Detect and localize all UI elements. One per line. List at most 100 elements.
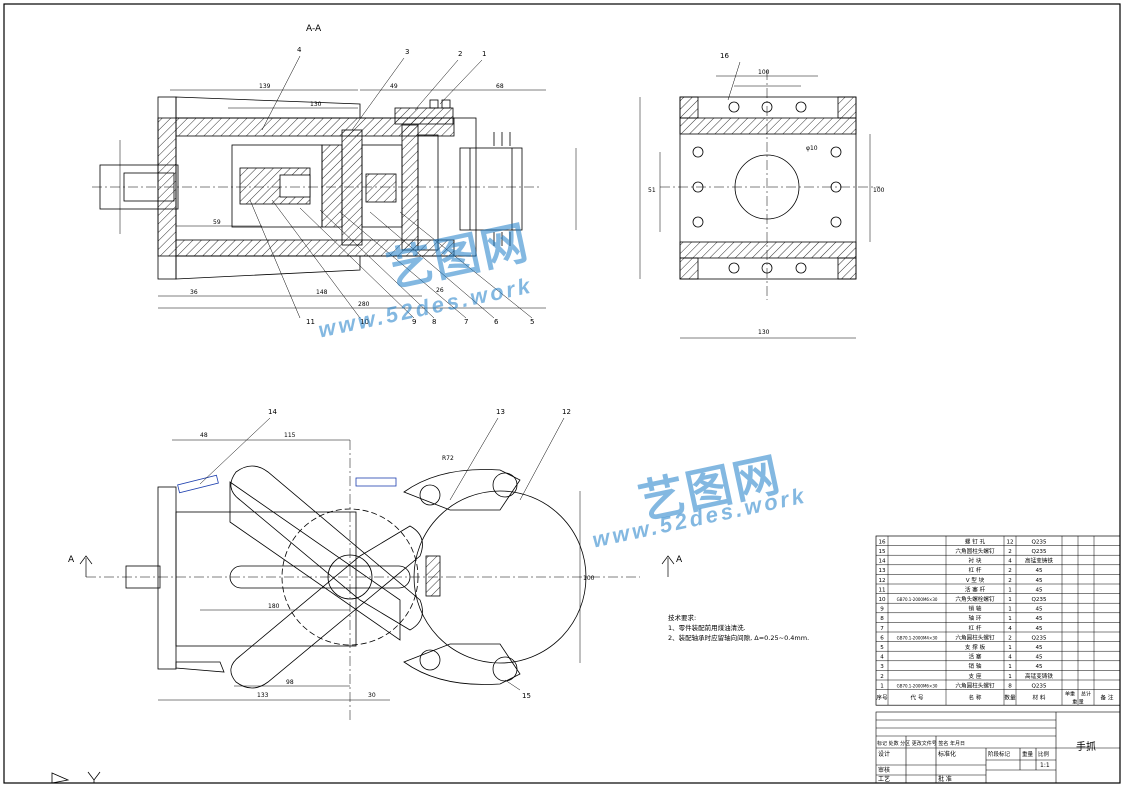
callout-13: 13 — [496, 408, 505, 416]
bom-cell-qty: 4 — [1008, 626, 1012, 632]
bom-cell-qty: 1 — [1008, 587, 1012, 593]
bom-header-weight: 重 量 — [1072, 699, 1084, 706]
section-dimensions: 139 130 49 68 59 36 148 280 26 — [190, 83, 504, 308]
callout-14: 14 — [268, 408, 277, 416]
dim-115: 115 — [284, 432, 296, 439]
bom-cell-no: 15 — [878, 549, 886, 555]
bom-cell-qty: 2 — [1008, 549, 1012, 555]
title-block — [875, 711, 1121, 784]
view-arrow-right: A — [676, 555, 683, 565]
bom-cell-qty: 2 — [1008, 578, 1012, 584]
bom-cell-name: 杠 杆 — [969, 566, 982, 574]
bom-cell-no: 8 — [880, 616, 884, 622]
plan-callouts: A A 14 13 12 15 — [68, 408, 683, 700]
dim-26: 26 — [436, 287, 444, 294]
bom-cell-qty: 2 — [1008, 635, 1012, 641]
bom-cell-code: GB70.1-2000M6×30 — [897, 683, 938, 688]
bom-cell-mat: 45 — [1035, 607, 1043, 613]
bom-cell-name: 活 塞 杆 — [965, 585, 986, 593]
bom-cell-qty: 1 — [1008, 664, 1012, 670]
bom-cell-no: 9 — [880, 607, 884, 613]
bom-cell-qty: 4 — [1008, 559, 1012, 565]
bom-cell-mat: 45 — [1035, 664, 1043, 670]
bom-cell-name: 销 轴 — [969, 605, 982, 613]
drawing-title: 手抓 — [1076, 740, 1096, 753]
revision-row: 标记 处数 分区 更改文件号 签名 年月日 — [877, 740, 965, 747]
bom-header-code: 代 号 — [911, 694, 924, 702]
callout-5: 5 — [530, 318, 534, 326]
dim-139: 139 — [259, 83, 271, 90]
bom-cell-no: 7 — [880, 626, 884, 632]
approve-label: 批 准 — [938, 775, 952, 783]
callout-6: 6 — [494, 318, 499, 326]
bom-cell-mat: Q235 — [1031, 635, 1047, 641]
bom-cell-no: 13 — [878, 568, 886, 574]
bom-cell-qty: 1 — [1008, 616, 1012, 622]
plan-view — [79, 417, 675, 720]
bom-cell-qty: 2 — [1008, 568, 1012, 574]
dim-59: 59 — [213, 219, 221, 226]
bom-header-mat: 材 料 — [1033, 694, 1046, 702]
section-view: A-A — [92, 24, 577, 319]
bom-cell-name: 支 座 — [969, 672, 982, 680]
bom-header-qty: 数量 — [1004, 694, 1016, 702]
dim-130: 130 — [310, 101, 322, 108]
bom-cell-name: 销 轴 — [969, 662, 982, 670]
bom-cell-no: 10 — [878, 597, 886, 603]
dim-top-100: 100 — [758, 69, 770, 76]
title-block-text: 手抓 标记 处数 分区 更改文件号 签名 年月日 设计 标准化 阶段标记 重量 … — [877, 740, 1096, 783]
bom-cell-mat: Q235 — [1031, 683, 1047, 689]
bom-header-no: 序号 — [876, 694, 888, 702]
dim-98: 98 — [286, 679, 294, 686]
bom-header-unit_w: 单重 — [1065, 691, 1075, 698]
side-dimensions: 16 100 130 100 51 φ10 — [648, 52, 885, 336]
bom-cell-mat: 高锰变铸铁 — [1025, 672, 1053, 680]
weight-label: 重量 — [1022, 750, 1034, 758]
dim-right-100: 100 — [873, 187, 885, 194]
tech-line-2: 2、装配轴承时应留轴向间隙, Δ=0.25~0.4mm. — [668, 633, 809, 642]
dim-49: 49 — [390, 83, 398, 90]
dim-30: 30 — [368, 692, 376, 699]
stage-label: 阶段标记 — [988, 750, 1011, 758]
dim-right-100: 100 — [583, 575, 595, 582]
dim-133: 133 — [257, 692, 269, 699]
process-label: 工艺 — [878, 775, 890, 783]
bom-cell-no: 2 — [880, 674, 884, 680]
bom-cell-no: 16 — [878, 539, 886, 545]
bom-cell-no: 4 — [880, 655, 884, 661]
callout-12: 12 — [562, 408, 571, 416]
bom-cell-name: 活 塞 — [969, 653, 982, 661]
bom-cell-qty: 8 — [1008, 683, 1012, 689]
callout-15: 15 — [522, 692, 531, 700]
dim-48: 48 — [200, 432, 208, 439]
bom-cell-code: GB70.1-2000M6×30 — [897, 597, 938, 602]
bom-cell-name: 衬 块 — [969, 557, 982, 565]
dim-phi10: φ10 — [806, 145, 818, 152]
dim-68: 68 — [496, 83, 504, 90]
plan-dimensions: 48 115 180 98 133 30 R72 100 — [200, 432, 595, 699]
side-view — [639, 61, 880, 339]
bom-cell-mat: 45 — [1035, 645, 1043, 651]
bom-cell-name: 杠 杆 — [969, 624, 982, 632]
bom-cell-name: 轴 环 — [969, 614, 982, 622]
bom-cell-qty: 12 — [1006, 539, 1013, 545]
bom-cell-no: 12 — [878, 578, 885, 584]
tech-title: 技术要求: — [668, 613, 696, 622]
dim-280: 280 — [358, 301, 370, 308]
bom-cell-no: 11 — [878, 587, 886, 593]
bom-cell-qty: 1 — [1008, 674, 1012, 680]
bom-cell-name: 六角头螺栓螺钉 — [955, 595, 995, 603]
bom-cell-code: GB70.1-2000M4×30 — [897, 635, 938, 640]
bom-cell-no: 3 — [880, 664, 884, 670]
bom-cell-qty: 4 — [1008, 655, 1012, 661]
dim-148: 148 — [316, 289, 328, 296]
bom-cell-no: 5 — [880, 645, 884, 651]
dim-180: 180 — [268, 603, 280, 610]
bom-header-total_w: 总计 — [1081, 691, 1091, 698]
dim-R72: R72 — [442, 455, 454, 462]
scale-value: 1:1 — [1040, 762, 1050, 769]
bom-cell-mat: 45 — [1035, 587, 1043, 593]
callout-16: 16 — [720, 52, 729, 60]
